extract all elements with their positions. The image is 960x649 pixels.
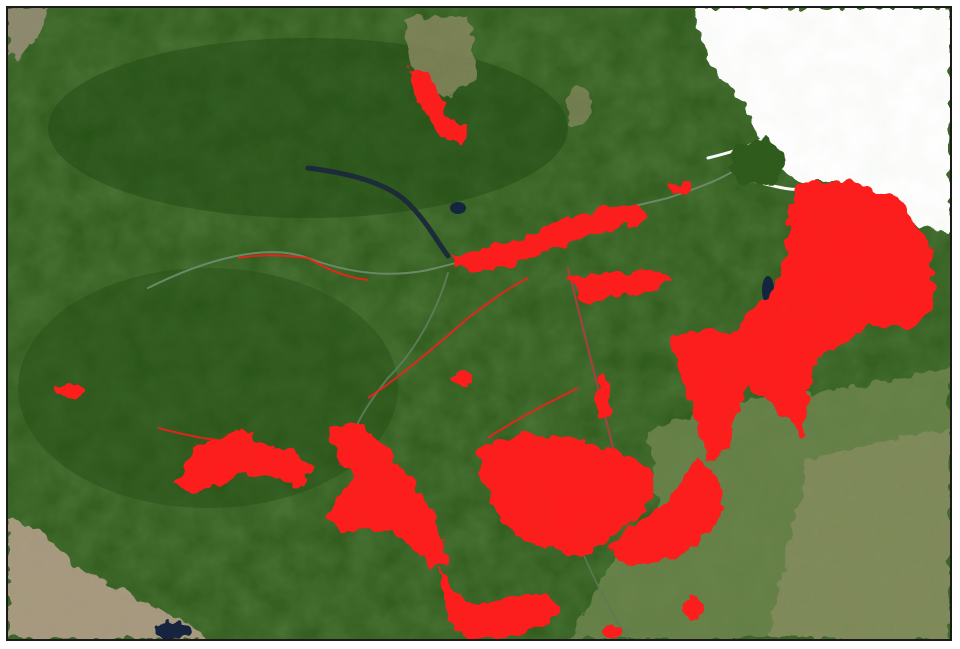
satellite-map[interactable]: [8, 8, 950, 639]
speckle-overlay: [8, 8, 950, 639]
map-frame: [6, 6, 952, 641]
